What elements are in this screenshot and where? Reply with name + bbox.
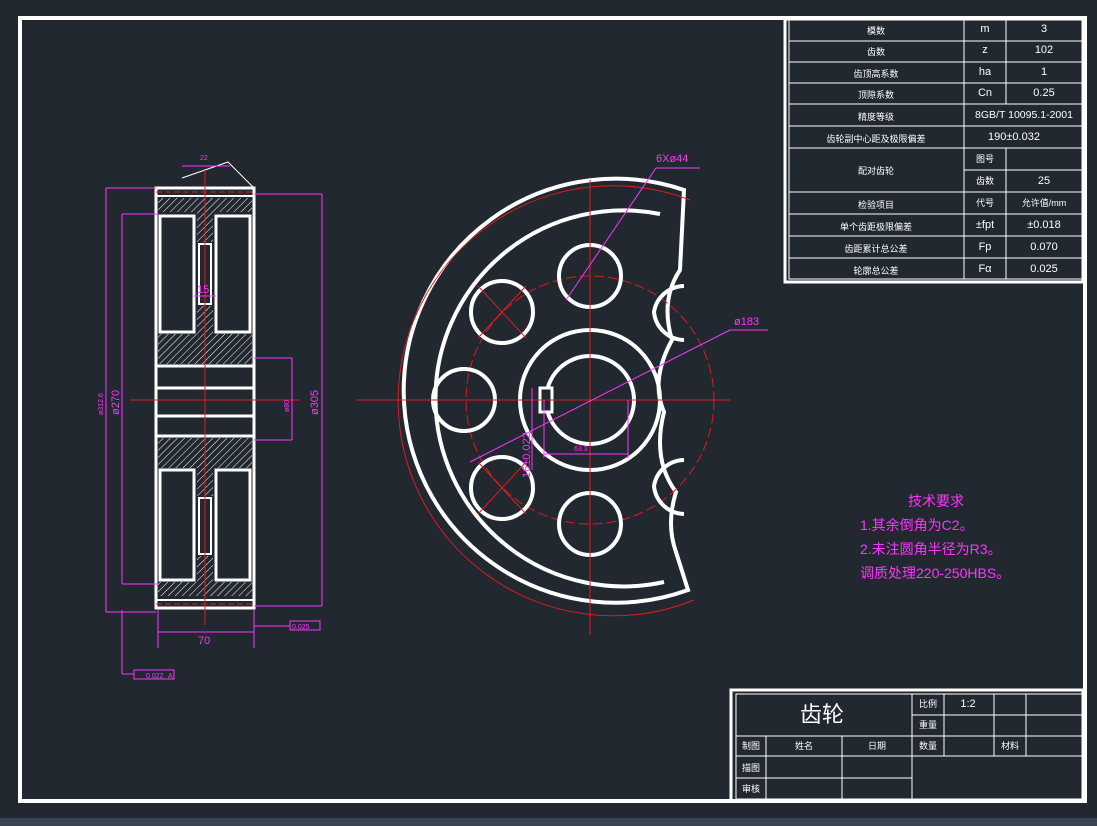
- part-name: 齿轮: [800, 702, 844, 727]
- param-label-addendum: 齿顶高系数: [853, 68, 898, 79]
- front-view: [356, 176, 730, 635]
- dim-bore-dia: ø270: [110, 390, 122, 415]
- param-value-center-distance: 190±0.032: [988, 131, 1040, 143]
- section-dimensions: [105, 165, 323, 680]
- dim-outer-dia: ø305: [309, 390, 321, 415]
- param-label-inspection: 检验项目: [858, 199, 894, 210]
- datum-label: A: [168, 673, 173, 680]
- note-line-1: 1.其余倒角为C2。: [860, 517, 974, 533]
- param-symbol-code: 代号: [976, 198, 994, 208]
- dim-width: 70: [198, 635, 210, 647]
- param-value-teeth: 102: [1035, 44, 1053, 56]
- param-label-clearance: 顶隙系数: [858, 89, 894, 100]
- dim-key-depth: 63.3: [574, 446, 588, 453]
- bottom-bar: [0, 818, 1097, 826]
- qty-label: 数量: [919, 740, 937, 751]
- param-symbol-mating-teeth: 齿数: [976, 175, 994, 186]
- dim-hub-dia: ø80: [284, 400, 291, 412]
- param-symbol-clearance: Cn: [978, 87, 992, 99]
- runout-tolerance-2: 0.022: [146, 673, 164, 680]
- runout-tolerance-1: 0.025: [292, 624, 310, 631]
- param-value-clearance: 0.25: [1033, 87, 1054, 99]
- param-value-addendum: 1: [1041, 66, 1047, 78]
- note-line-2: 2.未注圆角半径为R3。: [860, 541, 1002, 557]
- weight-label: 重量: [919, 719, 937, 730]
- drawing-frame: [18, 16, 1087, 803]
- dim-pcd: ø183: [734, 316, 759, 328]
- scale-value: 1:2: [960, 698, 975, 710]
- param-symbol-pitch-dev: ±fpt: [976, 219, 994, 231]
- gear-parameter-text: 模数 m 3 齿数 z 102 齿顶高系数 ha 1 顶隙系数 Cn 0.25 …: [826, 23, 1073, 276]
- title-block-text: 齿轮 比例 1:2 重量 数量 材料 制图 姓名 日期 描图 审核: [742, 698, 1019, 794]
- title-block: [729, 688, 1085, 803]
- param-label-profile: 轮廓总公差: [853, 265, 898, 276]
- front-dimensions: [469, 167, 768, 470]
- param-label-cum-pitch: 齿距累计总公差: [844, 243, 907, 254]
- dim-root-dia: ø312.6: [98, 393, 105, 415]
- param-symbol-teeth: z: [982, 44, 988, 56]
- scale-label: 比例: [919, 698, 937, 709]
- param-label-mating-gear: 配对齿轮: [858, 165, 894, 176]
- param-value-allowed: 允许值/mm: [1022, 197, 1067, 208]
- trace-label: 描图: [742, 762, 760, 773]
- param-label-module: 模数: [867, 25, 885, 36]
- review-label: 审核: [742, 783, 760, 794]
- param-value-module: 3: [1041, 23, 1047, 35]
- param-value-mating-teeth: 25: [1038, 175, 1050, 187]
- param-value-profile: 0.025: [1030, 263, 1058, 275]
- param-value-accuracy: 8GB/T 10095.1-2001: [975, 109, 1073, 121]
- param-value-pitch-dev: ±0.018: [1027, 219, 1061, 231]
- gear-parameter-table: [783, 17, 1085, 284]
- param-symbol-module: m: [980, 23, 989, 35]
- dim-web-thickness: 15: [197, 284, 209, 296]
- param-symbol-profile: Fα: [978, 263, 992, 275]
- param-label-accuracy: 精度等级: [858, 111, 894, 122]
- dim-holes: 6Xø44: [656, 153, 688, 165]
- note-line-3: 调质处理220-250HBS。: [860, 565, 1010, 581]
- param-label-center-distance: 齿轮副中心距及极限偏差: [826, 133, 925, 144]
- section-view: [130, 161, 300, 625]
- technical-notes: 技术要求 1.其余倒角为C2。 2.未注圆角半径为R3。 调质处理220-250…: [860, 493, 1010, 581]
- date-label: 日期: [868, 741, 886, 751]
- param-label-pitch-dev: 单个齿距极限偏差: [840, 221, 912, 232]
- section-dimension-text: 22 15 ø270 ø312.6 ø305 ø80 70 0.025 0.02…: [98, 155, 321, 680]
- param-symbol-cum-pitch: Fp: [979, 241, 992, 253]
- drawn-label: 制图: [742, 740, 760, 751]
- notes-title: 技术要求: [908, 493, 964, 509]
- dim-keyway: 16±0.022: [521, 432, 533, 478]
- param-label-teeth: 齿数: [867, 46, 885, 57]
- param-symbol-addendum: ha: [979, 66, 992, 78]
- dim-face-width: 22: [200, 155, 208, 162]
- material-label: 材料: [1001, 740, 1019, 751]
- param-symbol-drawing-no: 图号: [976, 154, 994, 164]
- name-label: 姓名: [795, 740, 813, 751]
- front-dimension-text: 6Xø44 ø183 63.3 16±0.022: [521, 153, 759, 478]
- param-value-cum-pitch: 0.070: [1030, 241, 1058, 253]
